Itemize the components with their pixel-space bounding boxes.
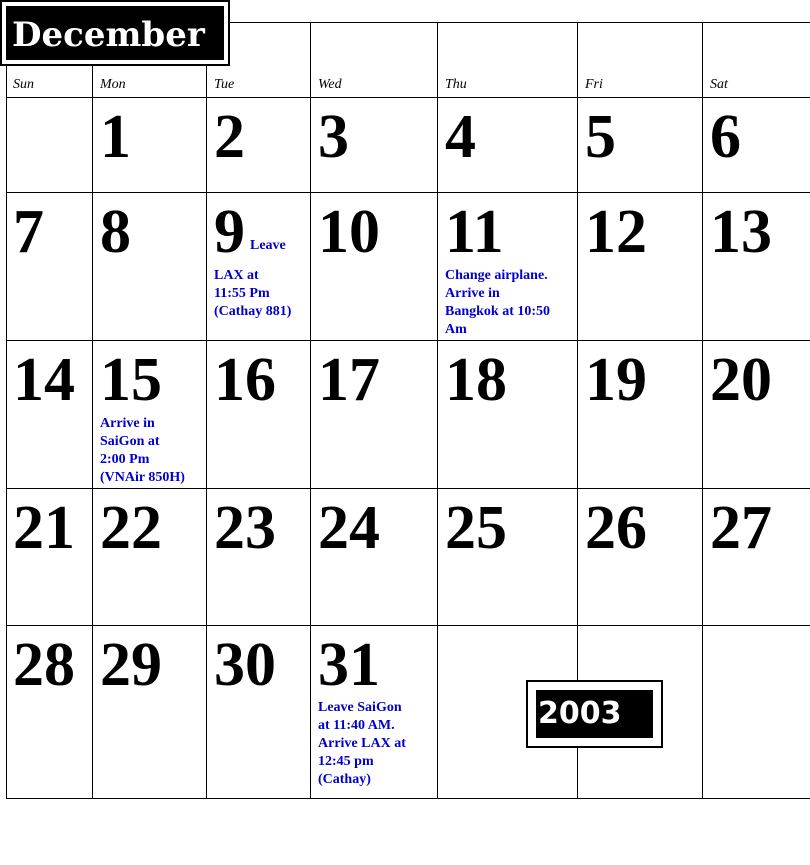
weekday-sat: Sat xyxy=(710,77,728,92)
day-5: 5 xyxy=(585,103,616,171)
grid-line xyxy=(577,22,578,799)
day-22: 22 xyxy=(100,494,162,562)
day-26: 26 xyxy=(585,494,647,562)
grid-line xyxy=(310,22,311,799)
day-17: 17 xyxy=(318,346,380,414)
day-6: 6 xyxy=(710,103,741,171)
day-23: 23 xyxy=(214,494,276,562)
day-28: 28 xyxy=(13,631,75,699)
day-20: 20 xyxy=(710,346,772,414)
day-11-note: Change airplane. Arrive in Bangkok at 10… xyxy=(445,268,551,337)
day-12: 12 xyxy=(585,198,647,266)
day-29: 29 xyxy=(100,631,162,699)
grid-line xyxy=(6,192,810,193)
day-19: 19 xyxy=(585,346,647,414)
year-box: 2003 xyxy=(526,680,663,748)
day-9: 9 xyxy=(214,198,245,266)
day-10: 10 xyxy=(318,198,380,266)
day-25: 25 xyxy=(445,494,507,562)
grid-line xyxy=(230,22,810,23)
day-31-note: Leave SaiGon at 11:40 AM. Arrive LAX at … xyxy=(318,700,406,787)
month-title-box: December xyxy=(0,0,230,66)
day-15-note: Arrive in SaiGon at 2:00 Pm (VNAir 850H) xyxy=(100,416,185,485)
grid-line xyxy=(6,66,7,799)
day-21: 21 xyxy=(13,494,75,562)
grid-line xyxy=(437,22,438,799)
day-3: 3 xyxy=(318,103,349,171)
day-15: 15 xyxy=(100,346,162,414)
grid-line xyxy=(206,66,207,799)
weekday-wed: Wed xyxy=(318,77,342,92)
day-31: 31 xyxy=(318,631,380,699)
day-9-note: LAX at 11:55 Pm (Cathay 881) xyxy=(214,268,292,319)
day-1: 1 xyxy=(100,103,131,171)
weekday-thu: Thu xyxy=(445,77,467,92)
grid-line xyxy=(702,22,703,799)
weekday-mon: Mon xyxy=(100,77,126,92)
day-2: 2 xyxy=(214,103,245,171)
day-27: 27 xyxy=(710,494,772,562)
month-title: December xyxy=(10,10,220,56)
grid-line xyxy=(92,66,93,799)
day-11: 11 xyxy=(445,198,504,266)
grid-line xyxy=(6,488,810,489)
grid-line xyxy=(6,97,810,98)
weekday-fri: Fri xyxy=(585,77,603,92)
weekday-tue: Tue xyxy=(214,77,235,92)
day-7: 7 xyxy=(13,198,44,266)
grid-line xyxy=(6,340,810,341)
day-8: 8 xyxy=(100,198,131,266)
year-label: 2003 xyxy=(536,690,653,738)
day-13: 13 xyxy=(710,198,772,266)
day-16: 16 xyxy=(214,346,276,414)
day-14: 14 xyxy=(13,346,75,414)
grid-line xyxy=(6,798,810,799)
day-30: 30 xyxy=(214,631,276,699)
day-4: 4 xyxy=(445,103,476,171)
day-9-note-inline: Leave xyxy=(250,238,286,253)
day-18: 18 xyxy=(445,346,507,414)
weekday-sun: Sun xyxy=(13,77,34,92)
grid-line xyxy=(6,625,810,626)
day-24: 24 xyxy=(318,494,380,562)
